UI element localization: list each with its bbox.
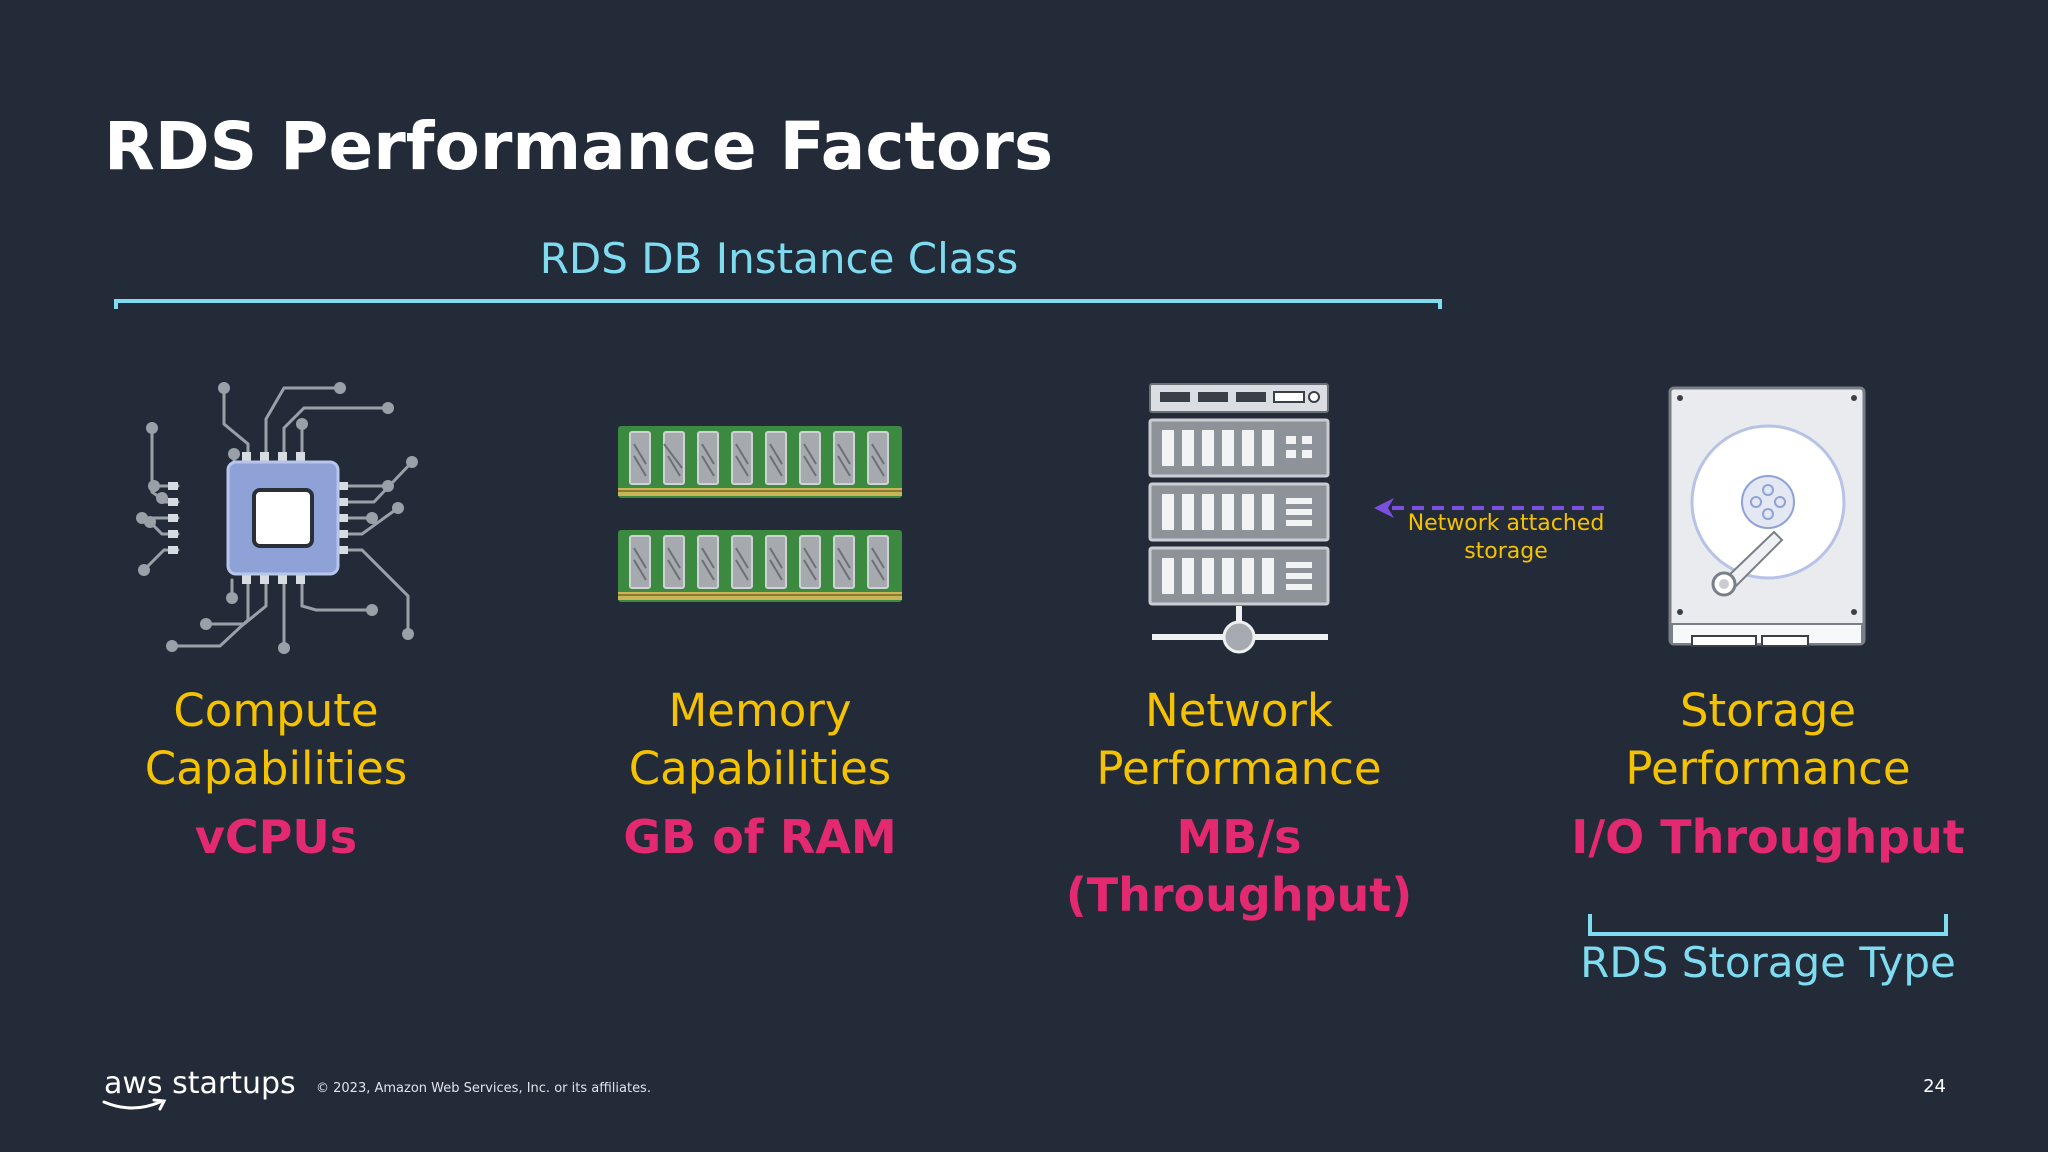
memory-title: Memory Capabilities (628, 684, 892, 795)
ram-module-icon (618, 426, 902, 602)
aws-startups-logo: aws startups (104, 1066, 296, 1101)
hard-disk-icon (1668, 386, 1866, 647)
storage-unit: I/O Throughput (1571, 810, 1965, 864)
memory-unit: GB of RAM (623, 810, 897, 864)
copyright-text: © 2023, Amazon Web Services, Inc. or its… (316, 1081, 651, 1096)
aws-smile-icon (102, 1098, 167, 1111)
slide-title: RDS Performance Factors (104, 108, 1054, 185)
storage-type-label: RDS Storage Type (1580, 938, 1956, 987)
cpu-chip-icon (136, 382, 418, 654)
page-number: 24 (1923, 1076, 1946, 1097)
storage-type-bracket (1588, 914, 1948, 936)
instance-class-label: RDS DB Instance Class (539, 234, 1019, 283)
compute-title: Compute Capabilities (144, 684, 408, 795)
network-unit: MB/s (Throughput) (1065, 810, 1413, 922)
network-title: Network Performance (1096, 684, 1382, 795)
server-rack-icon (1148, 383, 1330, 654)
instance-class-bracket (114, 299, 1442, 309)
storage-title: Storage Performance (1625, 684, 1911, 795)
network-attached-label: Network attached storage (1407, 511, 1605, 564)
network-attached-arrow (1374, 498, 1612, 518)
compute-unit: vCPUs (194, 810, 358, 864)
